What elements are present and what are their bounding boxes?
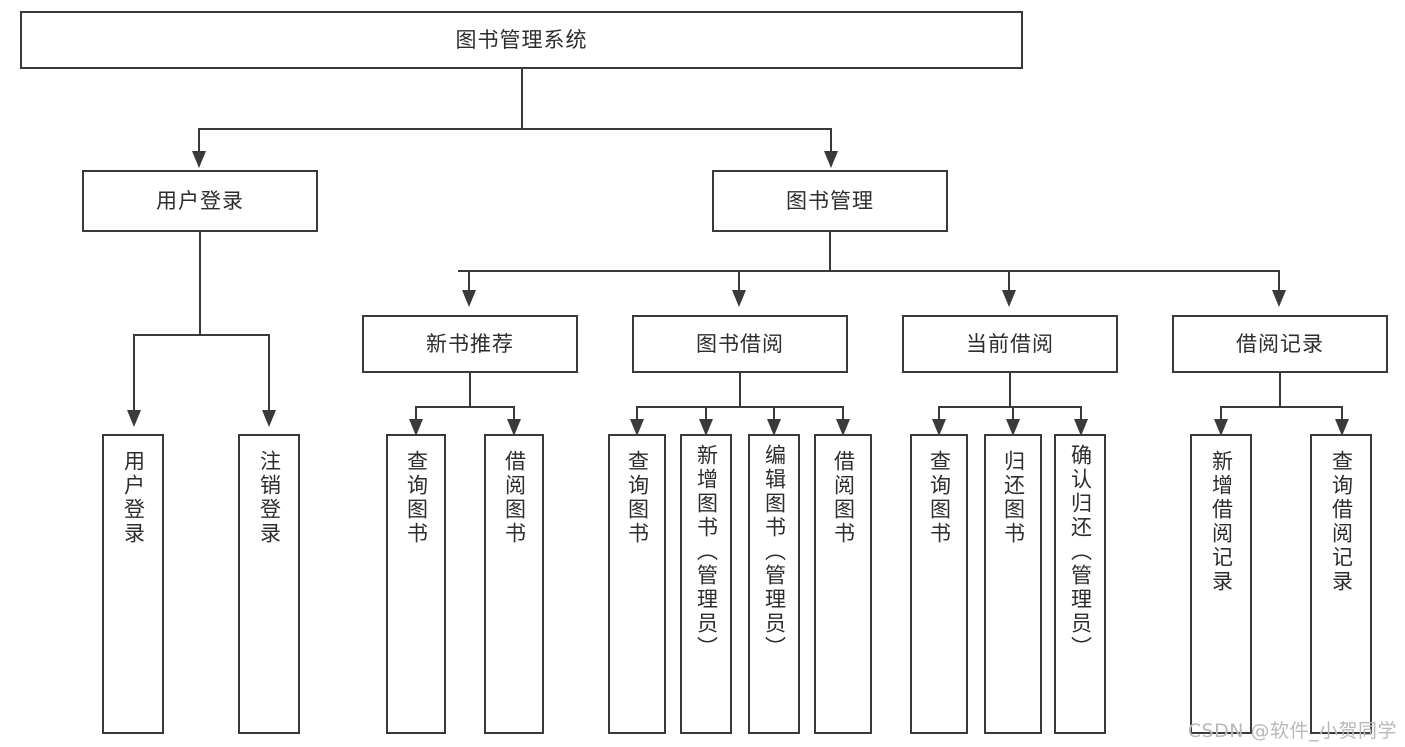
connector-bookmgmt-c1 bbox=[468, 270, 470, 292]
connector-root-stem bbox=[521, 69, 523, 128]
arrow-newbooks-to-borrow bbox=[507, 419, 521, 436]
arrow-borrow-to-query bbox=[630, 419, 644, 436]
leaf-logout[interactable]: 注销登录 bbox=[238, 434, 300, 734]
connector-current-c2 bbox=[1012, 406, 1014, 422]
connector-borrow-c1 bbox=[636, 406, 638, 422]
leaf-query-books-current[interactable]: 查询图书 bbox=[910, 434, 968, 734]
arrow-records-to-add bbox=[1214, 419, 1228, 436]
leaf-borrow-books-recommend[interactable]: 借阅图书 bbox=[484, 434, 544, 734]
node-label: 用户登录 bbox=[156, 188, 244, 213]
node-label: 图书管理 bbox=[786, 188, 874, 213]
connector-borrow-c2 bbox=[705, 406, 707, 422]
connector-userlogin-bar bbox=[133, 334, 268, 336]
node-label: 图书管理系统 bbox=[455, 27, 588, 52]
node-label: 查询图书 bbox=[927, 450, 952, 546]
connector-userlogin-stem bbox=[199, 232, 201, 334]
arrow-bookmgmt-to-newbooks bbox=[462, 290, 476, 307]
connector-records-bar bbox=[1220, 406, 1341, 408]
connector-newbooks-c2 bbox=[513, 406, 515, 422]
arrow-current-to-query bbox=[932, 419, 946, 436]
connector-root-bar bbox=[198, 128, 832, 130]
connector-borrow-c4 bbox=[842, 406, 844, 422]
connector-root-to-userlogin bbox=[198, 128, 200, 153]
node-borrow-records[interactable]: 借阅记录 bbox=[1172, 315, 1388, 373]
leaf-query-books-recommend[interactable]: 查询图书 bbox=[386, 434, 446, 734]
arrow-borrow-to-add bbox=[699, 419, 713, 436]
leaf-lend-books[interactable]: 借阅图书 bbox=[814, 434, 872, 734]
node-label: 图书借阅 bbox=[696, 331, 784, 356]
node-root-system[interactable]: 图书管理系统 bbox=[20, 11, 1023, 69]
connector-current-bar bbox=[938, 406, 1080, 408]
leaf-user-login[interactable]: 用户登录 bbox=[102, 434, 164, 734]
watermark-text: CSDN @软件_小贺同学 bbox=[1187, 720, 1397, 742]
connector-borrow-c3 bbox=[773, 406, 775, 422]
node-label: 用户登录 bbox=[121, 450, 146, 546]
arrow-current-to-return bbox=[1006, 419, 1020, 436]
arrow-root-to-bookmgmt bbox=[824, 151, 838, 168]
connector-bookmgmt-bar bbox=[458, 270, 1278, 272]
connector-current-stem bbox=[1009, 373, 1011, 406]
connector-borrow-stem bbox=[739, 373, 741, 406]
leaf-edit-book-admin[interactable]: 编辑图书（管理员） bbox=[748, 434, 800, 734]
connector-newbooks-stem bbox=[469, 373, 471, 406]
connector-userlogin-left bbox=[133, 334, 135, 412]
node-label: 编辑图书（管理员） bbox=[762, 444, 787, 660]
node-book-management[interactable]: 图书管理 bbox=[712, 170, 948, 232]
arrow-newbooks-to-query bbox=[409, 419, 423, 436]
node-label: 当前借阅 bbox=[966, 331, 1054, 356]
node-label: 新书推荐 bbox=[426, 331, 514, 356]
connector-current-c3 bbox=[1080, 406, 1082, 422]
leaf-query-books-borrow[interactable]: 查询图书 bbox=[608, 434, 666, 734]
connector-bookmgmt-stem bbox=[829, 232, 831, 270]
connector-records-stem bbox=[1279, 373, 1281, 406]
connector-records-c1 bbox=[1220, 406, 1222, 422]
node-new-book-recommend[interactable]: 新书推荐 bbox=[362, 315, 578, 373]
node-label: 确认归还（管理员） bbox=[1068, 444, 1093, 660]
arrow-borrow-to-lend bbox=[836, 419, 850, 436]
arrow-records-to-query bbox=[1335, 419, 1349, 436]
connector-borrow-bar bbox=[636, 406, 844, 408]
node-label: 查询借阅记录 bbox=[1329, 450, 1354, 594]
arrow-userlogin-to-logout bbox=[262, 410, 276, 427]
arrow-root-to-userlogin bbox=[192, 151, 206, 168]
connector-newbooks-c1 bbox=[415, 406, 417, 422]
node-label: 借阅记录 bbox=[1236, 331, 1324, 356]
node-book-borrow[interactable]: 图书借阅 bbox=[632, 315, 848, 373]
connector-current-c1 bbox=[938, 406, 940, 422]
leaf-confirm-return-admin[interactable]: 确认归还（管理员） bbox=[1054, 434, 1106, 734]
arrow-current-to-confirm bbox=[1074, 419, 1088, 436]
node-label: 注销登录 bbox=[257, 450, 282, 546]
arrow-bookmgmt-to-borrow bbox=[732, 290, 746, 307]
leaf-return-books[interactable]: 归还图书 bbox=[984, 434, 1042, 734]
node-label: 查询图书 bbox=[625, 450, 650, 546]
connector-newbooks-bar bbox=[415, 406, 515, 408]
connector-bookmgmt-c4 bbox=[1278, 270, 1280, 292]
leaf-add-borrow-record[interactable]: 新增借阅记录 bbox=[1190, 434, 1252, 734]
leaf-query-borrow-record[interactable]: 查询借阅记录 bbox=[1310, 434, 1372, 734]
connector-records-c2 bbox=[1341, 406, 1343, 422]
arrow-borrow-to-edit bbox=[767, 419, 781, 436]
connector-bookmgmt-c3 bbox=[1008, 270, 1010, 292]
node-label: 借阅图书 bbox=[502, 450, 527, 546]
node-label: 查询图书 bbox=[404, 450, 429, 546]
connector-userlogin-right bbox=[268, 334, 270, 412]
node-label: 新增图书（管理员） bbox=[694, 444, 719, 660]
node-label: 新增借阅记录 bbox=[1209, 450, 1234, 594]
node-label: 归还图书 bbox=[1001, 450, 1026, 546]
connector-bookmgmt-c2 bbox=[738, 270, 740, 292]
arrow-userlogin-to-login bbox=[127, 410, 141, 427]
leaf-add-book-admin[interactable]: 新增图书（管理员） bbox=[680, 434, 732, 734]
arrow-bookmgmt-to-current bbox=[1002, 290, 1016, 307]
arrow-bookmgmt-to-records bbox=[1272, 290, 1286, 307]
node-current-borrow[interactable]: 当前借阅 bbox=[902, 315, 1118, 373]
node-label: 借阅图书 bbox=[831, 450, 856, 546]
connector-root-to-bookmgmt bbox=[830, 128, 832, 153]
node-user-login[interactable]: 用户登录 bbox=[82, 170, 318, 232]
